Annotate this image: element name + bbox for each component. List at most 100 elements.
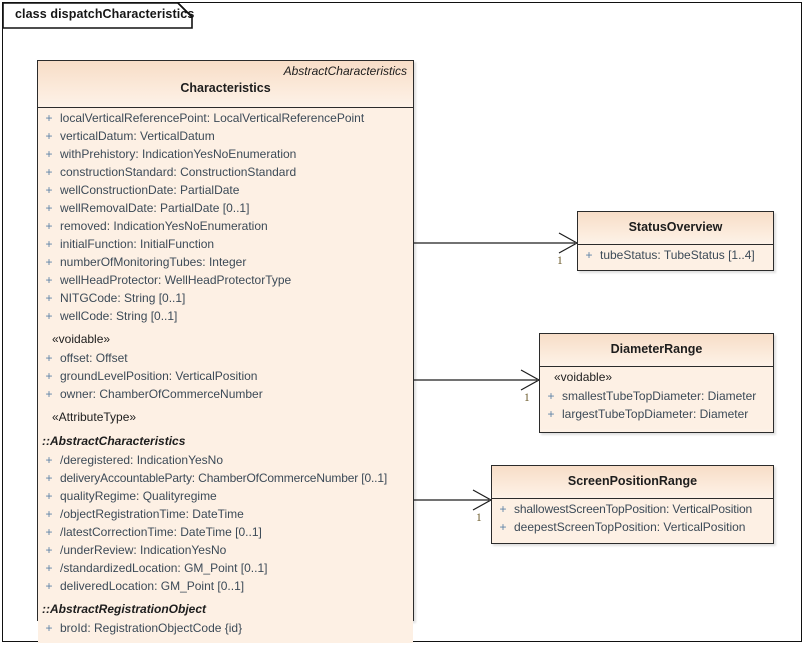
attribute-row[interactable]: + owner: ChamberOfCommerceNumber xyxy=(38,387,413,405)
attribute-row[interactable]: + qualityRegime: Qualityregime xyxy=(38,489,413,507)
multiplicity-screenpositionrange: 1 xyxy=(476,512,482,524)
attribute-label: largestTubeTopDiameter: Diameter xyxy=(562,407,749,421)
attribute-label: initialFunction: InitialFunction xyxy=(60,237,215,251)
attribute-label: verticalDatum: VerticalDatum xyxy=(60,129,215,143)
attribute-label: constructionStandard: ConstructionStanda… xyxy=(60,165,297,179)
attribute-label: deepestScreenTopPosition: VerticalPositi… xyxy=(514,520,746,534)
attribute-row[interactable]: +initialFunction: InitialFunction xyxy=(38,237,413,255)
inherited-group-label: ::AbstractRegistrationObject xyxy=(42,602,207,616)
attribute-row[interactable]: +smallestTubeTopDiameter: Diameter xyxy=(540,389,773,407)
inherited-group-label: ::AbstractCharacteristics xyxy=(42,434,186,448)
attribute-row[interactable]: + deepestScreenTopPosition: VerticalPosit… xyxy=(492,520,773,538)
stereotype-label: «voidable» xyxy=(554,370,613,384)
attribute-row[interactable]: + deliveryAccountableParty: ChamberOfComm… xyxy=(38,471,413,489)
class-name-diameterrange: DiameterRange xyxy=(610,342,703,356)
visibility-marker: + xyxy=(547,407,555,421)
multiplicity-statusoverview: 1 xyxy=(557,255,563,267)
visibility-marker: + xyxy=(45,525,53,539)
attribute-label: shallowestScreenTopPosition: VerticalPos… xyxy=(514,502,753,516)
visibility-marker: + xyxy=(45,201,53,215)
visibility-marker: + xyxy=(45,543,53,557)
class-attributes-characteristics: +localVerticalReferencePoint: LocalVerti… xyxy=(38,108,413,643)
visibility-marker: + xyxy=(45,165,53,179)
attribute-row[interactable]: +groundLevelPosition: VerticalPosition xyxy=(38,369,413,387)
attribute-row[interactable]: + /objectRegistrationTime: DateTime xyxy=(38,507,413,525)
visibility-marker: + xyxy=(45,453,53,467)
class-attributes-screenpositionrange: + shallowestScreenTopPosition: VerticalPo… xyxy=(492,499,773,542)
attribute-row[interactable]: +wellRemovalDate: PartialDate [0..1] xyxy=(38,201,413,219)
class-attributes-statusoverview: + tubeStatus: TubeStatus [1..4] xyxy=(578,245,773,270)
stereotype-label: «voidable» xyxy=(52,332,111,346)
attribute-row[interactable]: +localVerticalReferencePoint: LocalVerti… xyxy=(38,111,413,129)
visibility-marker: + xyxy=(45,351,53,365)
attribute-row[interactable]: +removed: IndicationYesNoEnumeration xyxy=(38,219,413,237)
visibility-marker: + xyxy=(45,369,53,383)
attribute-row[interactable]: + constructionStandard: ConstructionStand… xyxy=(38,165,413,183)
attribute-label: /standardizedLocation: GM_Point [0..1] xyxy=(60,561,268,575)
diagram-title: class dispatchCharacteristics xyxy=(15,7,195,21)
attribute-row[interactable]: + /deregistered: IndicationYesNo xyxy=(38,453,413,471)
class-header-screenpositionrange: ScreenPositionRange xyxy=(492,466,773,499)
attribute-label: owner: ChamberOfCommerceNumber xyxy=(60,387,263,401)
class-attributes-diameterrange: «voidable»+smallestTubeTopDiameter: Diam… xyxy=(540,367,773,429)
attribute-label: smallestTubeTopDiameter: Diameter xyxy=(562,389,757,403)
visibility-marker: + xyxy=(45,273,53,287)
visibility-marker: + xyxy=(45,489,53,503)
attribute-label: deliveryAccountableParty: ChamberOfComme… xyxy=(60,471,388,485)
attribute-row[interactable]: + tubeStatus: TubeStatus [1..4] xyxy=(578,248,773,266)
attribute-row[interactable]: + /standardizedLocation: GM_Point [0..1] xyxy=(38,561,413,579)
attribute-row[interactable]: +broId: RegistrationObjectCode {id} xyxy=(38,621,413,639)
attribute-label: tubeStatus: TubeStatus [1..4] xyxy=(600,248,755,262)
attribute-row[interactable]: + wellCode: String [0..1] xyxy=(38,309,413,327)
class-parent-characteristics: AbstractCharacteristics xyxy=(283,64,407,78)
attribute-label: wellCode: String [0..1] xyxy=(60,309,178,323)
diagram-frame-tab-shape xyxy=(3,3,193,29)
multiplicity-diameterrange: 1 xyxy=(524,392,530,404)
attribute-row[interactable]: +numberOfMonitoringTubes: Integer xyxy=(38,255,413,273)
visibility-marker: + xyxy=(45,471,53,485)
class-box-diameterrange[interactable]: DiameterRange «voidable»+smallestTubeTop… xyxy=(539,333,774,433)
class-box-characteristics[interactable]: AbstractCharacteristics Characteristics … xyxy=(37,60,414,643)
attribute-row[interactable]: + largestTubeTopDiameter: Diameter xyxy=(540,407,773,425)
attribute-label: /underReview: IndicationYesNo xyxy=(60,543,227,557)
class-box-statusoverview[interactable]: StatusOverview +tubeStatus: TubeStatus [… xyxy=(577,211,774,271)
attribute-label: /latestCorrectionTime: DateTime [0..1] xyxy=(60,525,262,539)
visibility-marker: + xyxy=(585,248,593,262)
class-name-screenpositionrange: ScreenPositionRange xyxy=(567,474,698,488)
connector-characteristics-diameterrange xyxy=(413,369,541,391)
visibility-marker: + xyxy=(45,561,53,575)
attribute-row[interactable]: + offset: Offset xyxy=(38,351,413,369)
attribute-row[interactable]: + NITGCode: String [0..1] xyxy=(38,291,413,309)
attribute-label: NITGCode: String [0..1] xyxy=(60,291,186,305)
attribute-label: withPrehistory: IndicationYesNoEnumerati… xyxy=(60,147,297,161)
visibility-marker: + xyxy=(45,291,53,305)
visibility-marker: + xyxy=(45,219,53,233)
visibility-marker: + xyxy=(45,309,53,323)
attribute-label: wellConstructionDate: PartialDate xyxy=(60,183,240,197)
attribute-row[interactable]: + deliveredLocation: GM_Point [0..1] xyxy=(38,579,413,597)
visibility-marker: + xyxy=(45,579,53,593)
visibility-marker: + xyxy=(499,502,507,516)
connector-characteristics-screenpositionrange xyxy=(413,489,493,511)
attribute-label: qualityRegime: Qualityregime xyxy=(60,489,217,503)
attribute-row[interactable]: + shallowestScreenTopPosition: VerticalPo… xyxy=(492,502,773,520)
visibility-marker: + xyxy=(45,507,53,521)
attribute-row[interactable]: +verticalDatum: VerticalDatum xyxy=(38,129,413,147)
attribute-row[interactable]: +withPrehistory: IndicationYesNoEnumerat… xyxy=(38,147,413,165)
class-header-characteristics: AbstractCharacteristics Characteristics xyxy=(38,61,413,108)
visibility-marker: + xyxy=(45,255,53,269)
attribute-label: offset: Offset xyxy=(60,351,128,365)
attribute-label: deliveredLocation: GM_Point [0..1] xyxy=(60,579,245,593)
attribute-row[interactable]: +wellConstructionDate: PartialDate xyxy=(38,183,413,201)
visibility-marker: + xyxy=(499,520,507,534)
connector-characteristics-statusoverview xyxy=(413,232,579,254)
attribute-label: /deregistered: IndicationYesNo xyxy=(60,453,223,467)
visibility-marker: + xyxy=(45,387,53,401)
attribute-label: /objectRegistrationTime: DateTime xyxy=(60,507,244,521)
class-box-screenpositionrange[interactable]: ScreenPositionRange + shallowestScreenTop… xyxy=(491,465,774,544)
attribute-row[interactable]: + /underReview: IndicationYesNo xyxy=(38,543,413,561)
attribute-row[interactable]: + wellHeadProtector: WellHeadProtectorTyp… xyxy=(38,273,413,291)
attribute-label: wellHeadProtector: WellHeadProtectorType xyxy=(60,273,292,287)
attribute-row[interactable]: + /latestCorrectionTime: DateTime [0..1] xyxy=(38,525,413,543)
